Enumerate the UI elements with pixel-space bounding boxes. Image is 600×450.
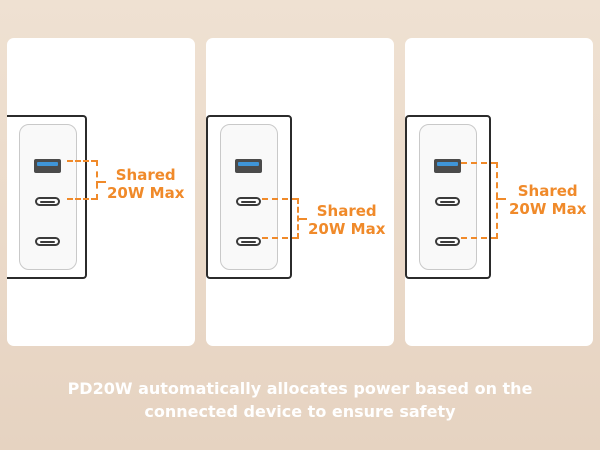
bracket-line — [96, 160, 98, 200]
charger-panel-2: Shared 20W Max — [206, 38, 394, 346]
usb-a-port-icon — [235, 159, 262, 173]
shared-power-label: Shared 20W Max — [509, 182, 587, 218]
bracket-line — [496, 198, 506, 200]
charger-housing — [405, 115, 491, 279]
caption-line: PD20W automatically allocates power base… — [67, 379, 533, 398]
bracket-line — [461, 162, 497, 164]
bracket-line — [96, 181, 106, 183]
bracket-line — [297, 218, 307, 220]
usb-c-port-icon — [435, 237, 460, 246]
bracket-line — [262, 198, 298, 200]
charger-housing — [7, 115, 87, 279]
usb-a-port-icon — [34, 159, 61, 173]
usb-c-port-icon — [236, 197, 261, 206]
bracket-line — [67, 198, 97, 200]
port-faceplate — [19, 124, 77, 270]
usb-c-port-icon — [35, 237, 60, 246]
shared-power-label: Shared 20W Max — [308, 202, 386, 238]
charger-panel-1: Shared 20W Max — [7, 38, 195, 346]
usb-a-port-icon — [434, 159, 461, 173]
bracket-line — [67, 160, 97, 162]
usb-c-port-icon — [435, 197, 460, 206]
bracket-line — [262, 237, 298, 239]
shared-power-label: Shared 20W Max — [107, 166, 185, 202]
caption-text: PD20W automatically allocates power base… — [0, 377, 600, 423]
port-faceplate — [220, 124, 278, 270]
bracket-line — [461, 237, 497, 239]
usb-c-port-icon — [35, 197, 60, 206]
charger-panel-3: Shared 20W Max — [405, 38, 593, 346]
usb-c-port-icon — [236, 237, 261, 246]
bracket-line — [496, 162, 498, 239]
charger-housing — [206, 115, 292, 279]
caption-line: connected device to ensure safety — [144, 402, 456, 421]
port-faceplate — [419, 124, 477, 270]
